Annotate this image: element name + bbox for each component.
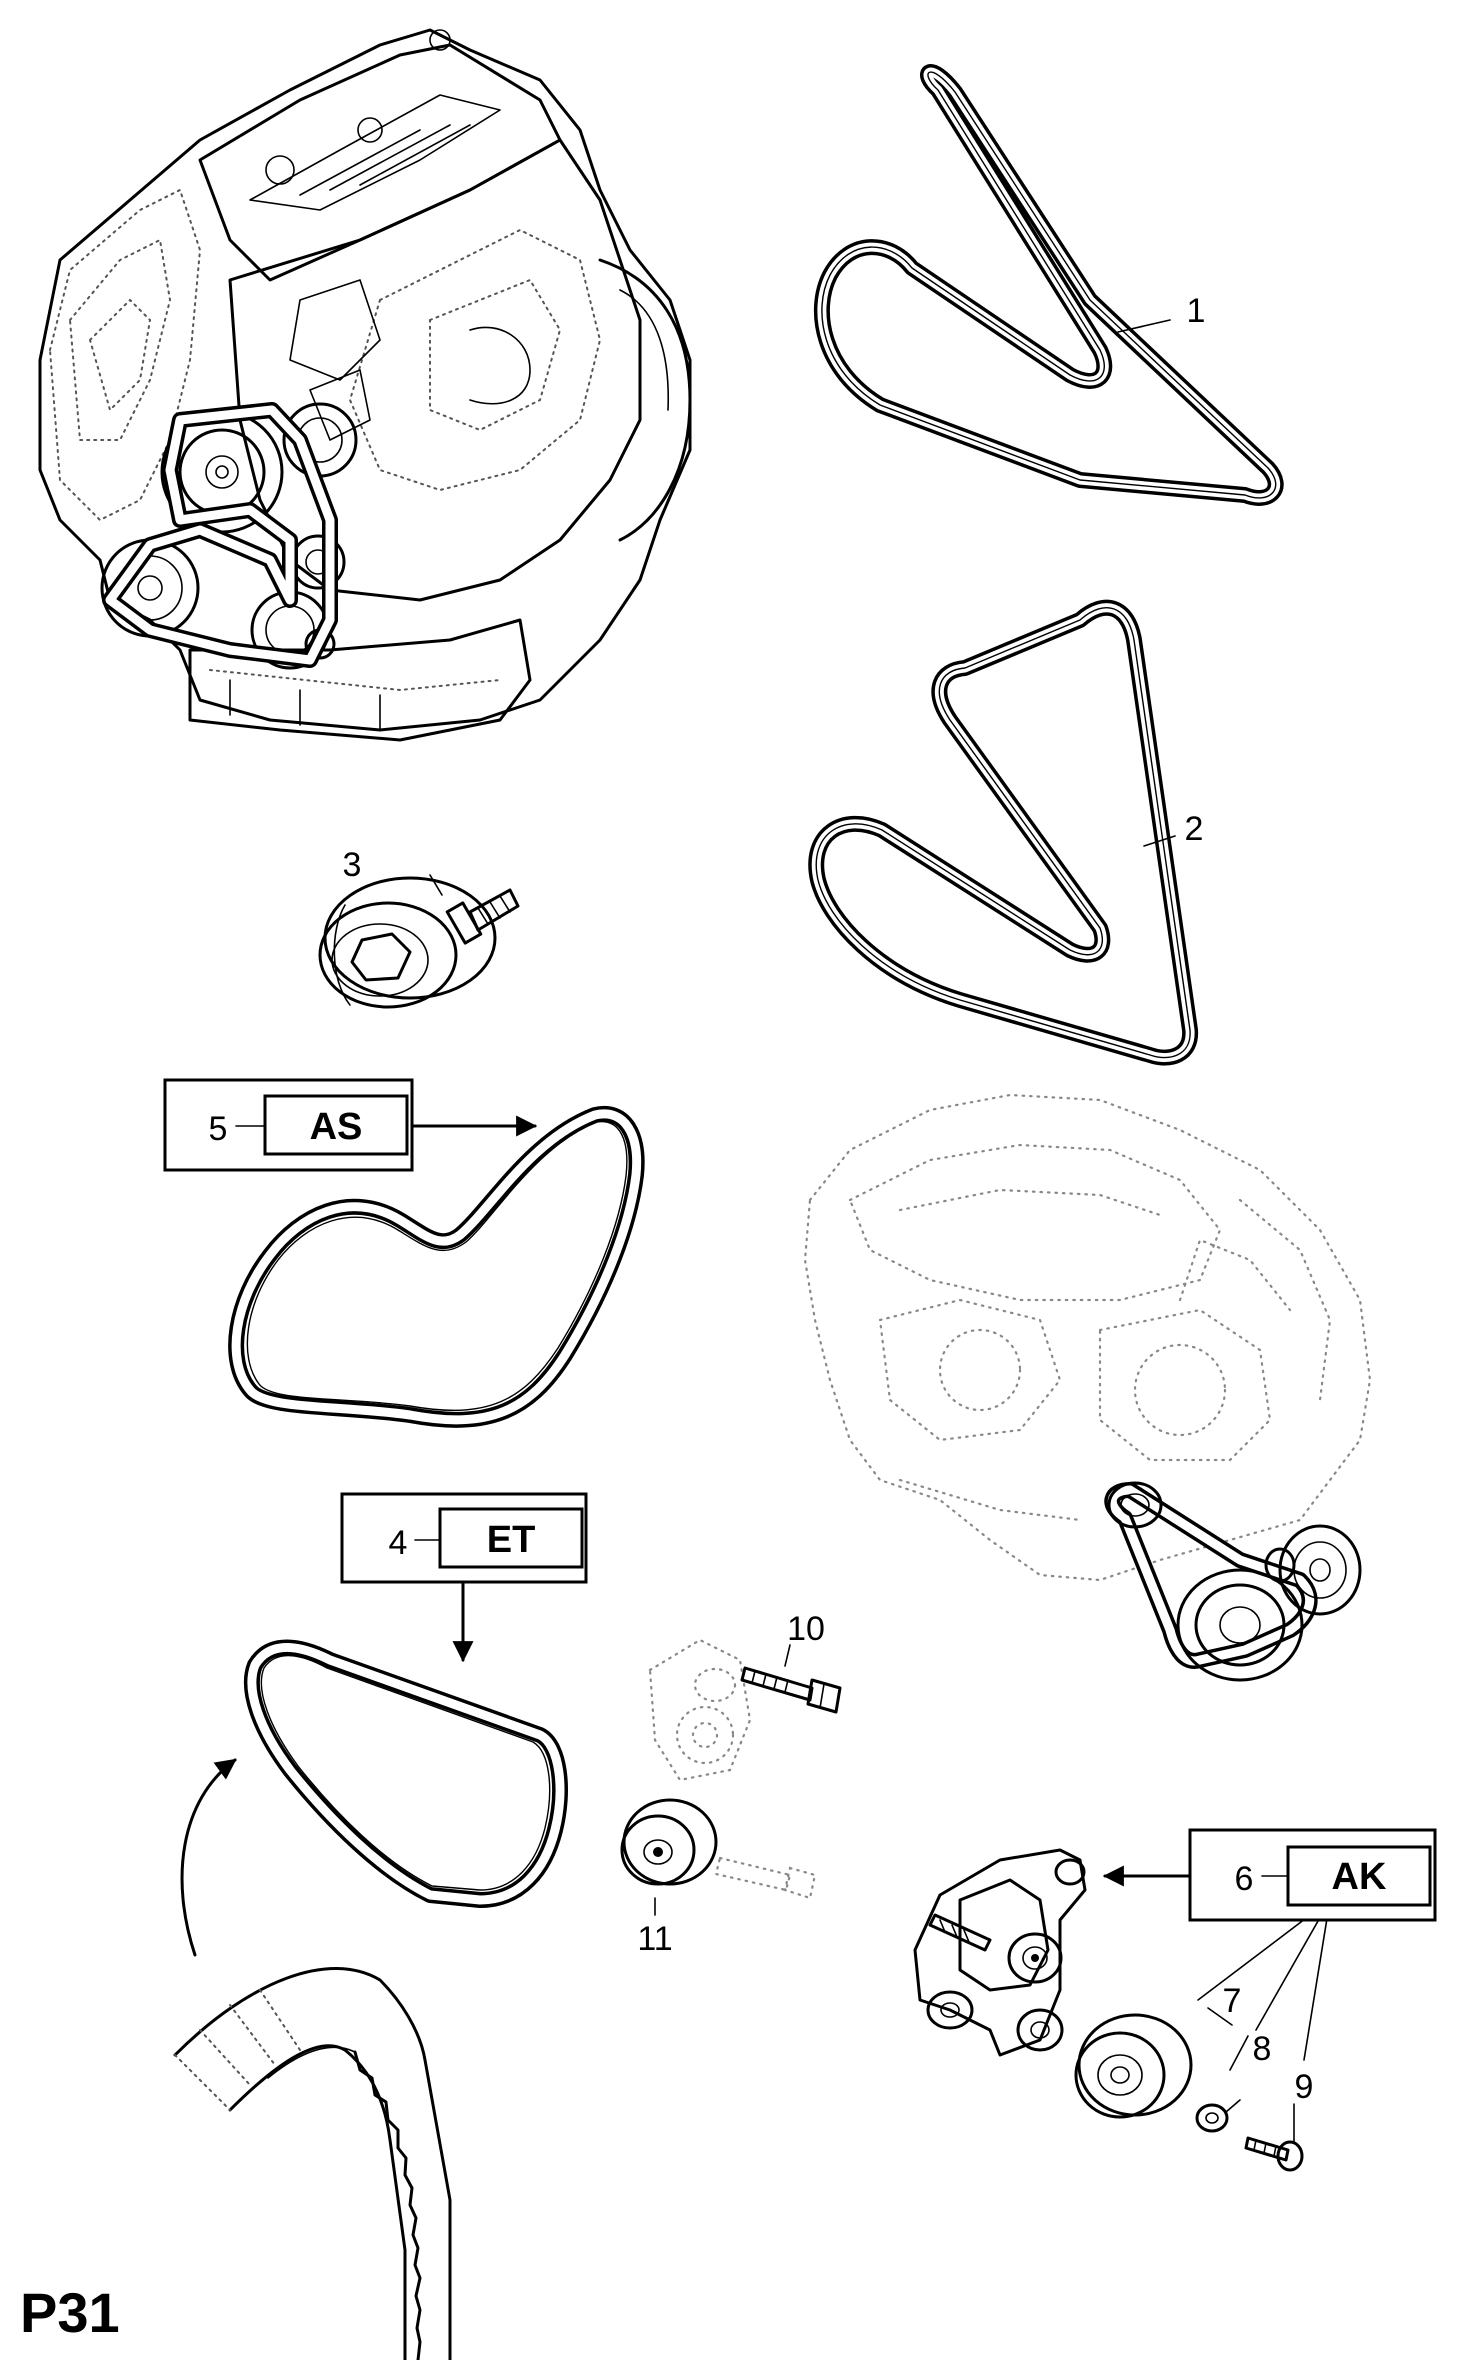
poly-v-belt-1 (813, 64, 1284, 506)
toothed-belt-4 (243, 1639, 568, 1908)
callout-6: 6 (1235, 1860, 1254, 1898)
pulley-7 (1074, 2013, 1193, 2119)
et-label: ET (487, 1519, 536, 1561)
callout-7: 7 (1223, 1982, 1242, 2020)
callout-9: 9 (1295, 2068, 1314, 2106)
ribbed-belt-5 (228, 1105, 645, 1428)
callout-8: 8 (1253, 2030, 1272, 2068)
callout-10: 10 (787, 1610, 825, 1648)
as-label: AS (310, 1106, 363, 1148)
callout-2: 2 (1185, 810, 1204, 848)
washer-8 (1195, 2103, 1229, 2133)
engine-assembly-right (803, 1093, 1372, 1682)
zoom-arrow (180, 1758, 237, 1957)
engine-assembly-top (38, 28, 692, 742)
bolt-9 (1244, 2136, 1304, 2172)
ak-callout (1102, 1828, 1437, 1922)
callout-5: 5 (209, 1110, 228, 1148)
callout-1: 1 (1187, 292, 1206, 330)
et-callout (340, 1492, 588, 1663)
ak-label: AK (1332, 1856, 1387, 1898)
callout-3: 3 (343, 846, 362, 884)
callout-11: 11 (637, 1920, 672, 1958)
tensioner-bolt-10 (648, 1638, 842, 1782)
as-callout (163, 1078, 538, 1172)
idler-pulley-3 (318, 876, 520, 1009)
callout-4: 4 (389, 1524, 408, 1562)
belt-closeup (173, 1967, 452, 2360)
roller-11 (620, 1798, 817, 1900)
belt-tensioner-6 (913, 1848, 1087, 2057)
poly-v-belt-2 (808, 599, 1199, 1066)
page-code: P31 (20, 2281, 120, 2344)
leader-lines (429, 319, 1331, 2143)
